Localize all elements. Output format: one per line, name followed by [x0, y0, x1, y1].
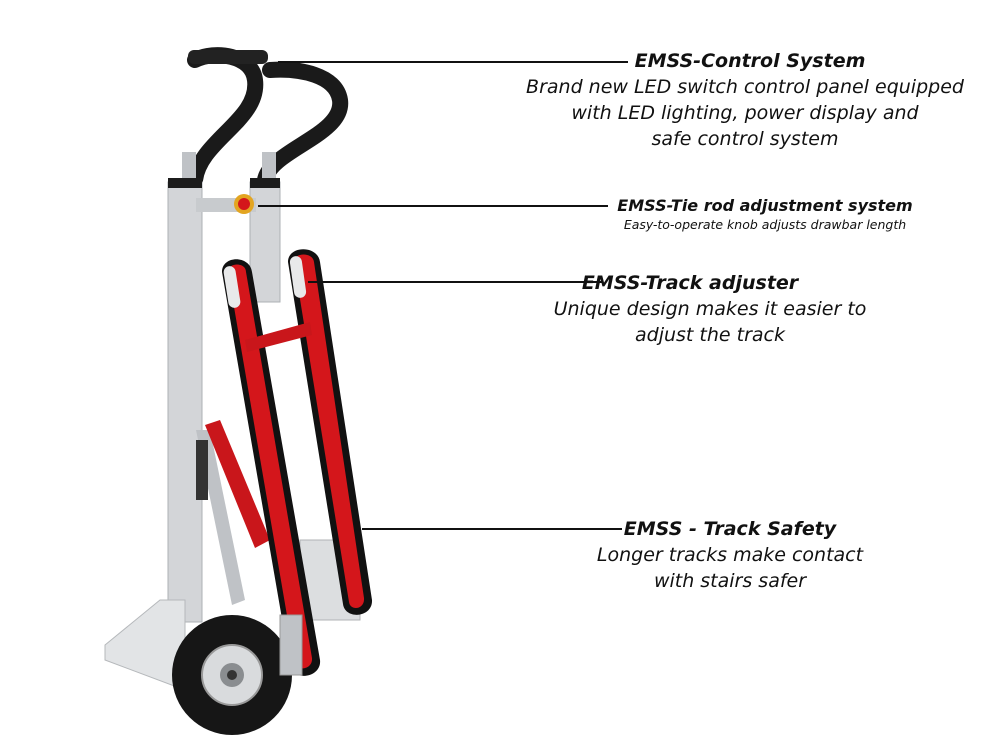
callout-title: EMSS-Tie rod adjustment system: [617, 196, 913, 215]
leader-line-track-safety: [362, 528, 622, 530]
callout-description: Longer tracks make contact with stairs s…: [596, 544, 864, 592]
callout-title: EMSS-Track adjuster: [581, 272, 799, 294]
callout-title: EMSS - Track Safety: [623, 518, 837, 540]
callout-tie-rod: EMSS-Tie rod adjustment system Easy-to-o…: [610, 196, 920, 232]
callout-track-adjuster: EMSS-Track adjuster Unique design makes …: [545, 272, 875, 348]
wheel: [172, 615, 292, 735]
left-track: [222, 259, 321, 676]
callout-track-safety: EMSS - Track Safety Longer tracks make c…: [580, 518, 880, 594]
handle-bar: [182, 47, 349, 188]
track-crossbar: [245, 322, 312, 352]
axle-bracket: [279, 614, 303, 676]
support-struts: [196, 420, 270, 605]
leader-line-control-system: [278, 61, 628, 63]
callout-description: Unique design makes it easier to adjust …: [553, 298, 867, 346]
callout-title: EMSS-Control System: [634, 50, 866, 72]
callout-description: Brand new LED switch control panel equip…: [526, 76, 964, 150]
leader-line-tie-rod: [258, 205, 608, 207]
right-track: [288, 249, 373, 615]
callout-description: Easy-to-operate knob adjusts drawbar len…: [623, 217, 907, 232]
tie-rod-knob: [234, 194, 254, 214]
callout-control-system: EMSS-Control System Brand new LED switch…: [520, 50, 970, 152]
leader-line-track-adjuster: [308, 281, 603, 283]
